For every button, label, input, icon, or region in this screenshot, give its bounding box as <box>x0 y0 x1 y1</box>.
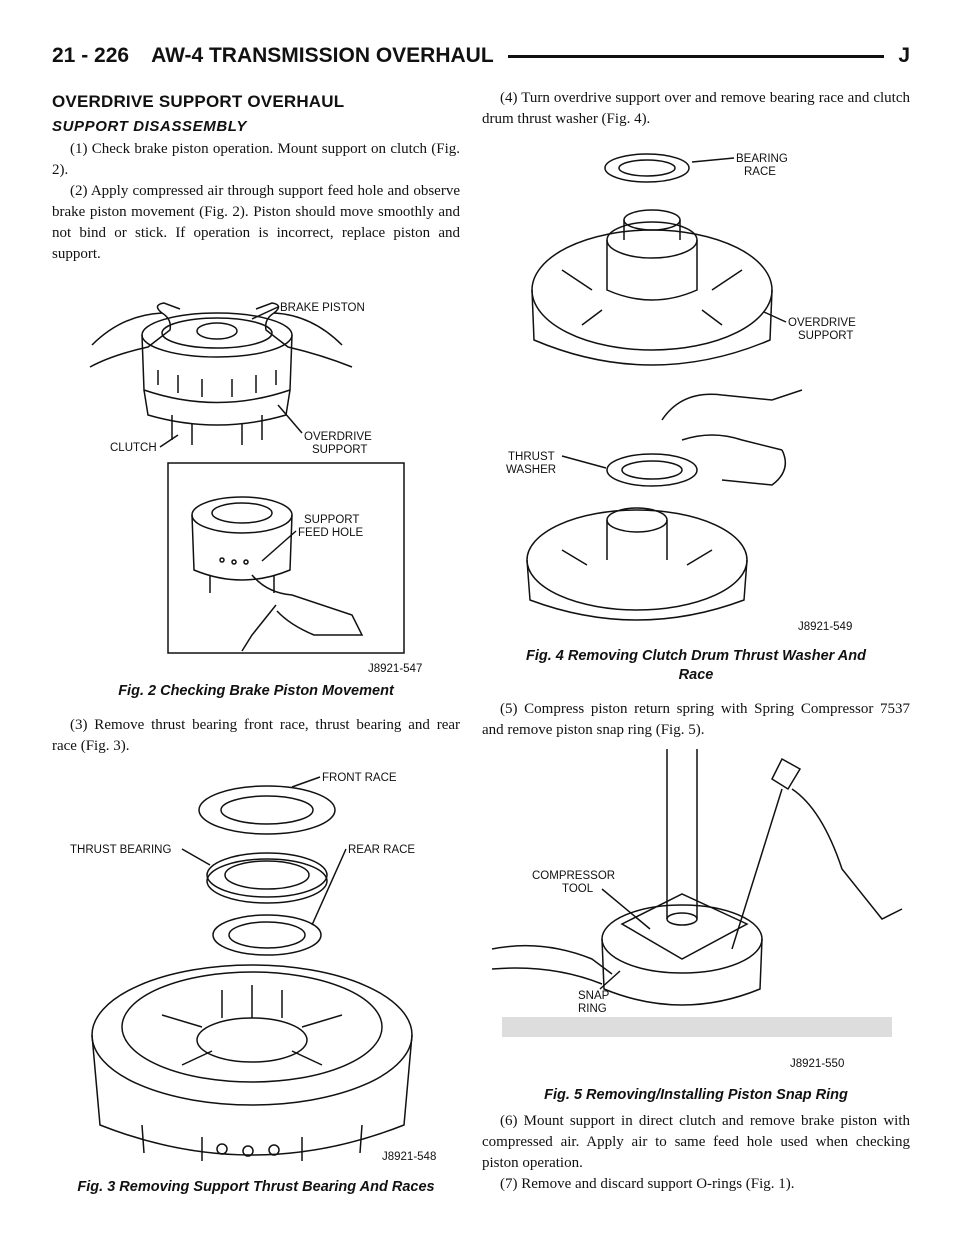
label-support: SUPPORT <box>312 444 367 456</box>
label-ring: RING <box>578 1003 607 1015</box>
label-overdrive: OVERDRIVE <box>304 431 372 443</box>
header-rule <box>507 54 885 58</box>
step-2: (2) Apply compressed air through support… <box>52 183 460 262</box>
label-thrust-bearing: THRUST BEARING <box>70 844 171 856</box>
step-3: (3) Remove thrust bearing front race, th… <box>52 717 460 754</box>
step-4: (4) Turn overdrive support over and remo… <box>482 90 910 127</box>
label-thrust: THRUST <box>508 451 555 463</box>
figure-5-illustration: COMPRESSOR TOOL SNAP RING J8921-550 <box>491 749 903 1070</box>
label-front-race: FRONT RACE <box>322 772 397 784</box>
right-column: (4) Turn overdrive support over and remo… <box>482 86 910 1195</box>
figure-4-illustration: BEARING RACE OVERDRIVE SUPPORT THRUST WA… <box>506 153 856 633</box>
step-1: (1) Check brake piston operation. Mount … <box>52 141 460 178</box>
figure-4-caption-line-1: Fig. 4 Removing Clutch Drum Thrust Washe… <box>526 648 866 664</box>
figure-4-code: J8921-549 <box>798 621 852 633</box>
label-rear-race: REAR RACE <box>348 844 415 856</box>
figure-4-caption: Fig. 4 Removing Clutch Drum Thrust Washe… <box>482 647 910 685</box>
label-support-inset: SUPPORT <box>304 514 359 526</box>
label-race: RACE <box>744 166 776 178</box>
figure-4: BEARING RACE OVERDRIVE SUPPORT THRUST WA… <box>482 140 910 685</box>
figure-5-caption: Fig. 5 Removing/Installing Piston Snap R… <box>544 1087 848 1103</box>
figure-3-caption: Fig. 3 Removing Support Thrust Bearing A… <box>77 1179 435 1195</box>
figure-2-illustration: BRAKE PISTON CLUTCH OVERDRIVE SUPPORT SU… <box>89 302 422 675</box>
section-letter: J <box>898 44 910 67</box>
label-clutch: CLUTCH <box>110 442 157 454</box>
figure-3: FRONT RACE THRUST BEARING REAR RACE J892… <box>52 765 460 1197</box>
step-5: (5) Compress piston return spring with S… <box>482 701 910 738</box>
label-washer: WASHER <box>506 464 556 476</box>
label-snap: SNAP <box>578 990 610 1002</box>
label-overdrive-support: OVERDRIVE <box>788 317 856 329</box>
page-header: 21 - 226 AW-4 TRANSMISSION OVERHAUL J <box>52 40 910 72</box>
section-title: OVERDRIVE SUPPORT OVERHAUL <box>52 92 345 111</box>
figure-4-caption-line-2: Race <box>678 667 714 683</box>
figure-5-code: J8921-550 <box>790 1058 844 1070</box>
step-7: (7) Remove and discard support O-rings (… <box>500 1176 795 1192</box>
left-column: OVERDRIVE SUPPORT OVERHAUL SUPPORT DISAS… <box>52 86 460 1197</box>
figure-5: COMPRESSOR TOOL SNAP RING J8921-550 Fig.… <box>482 749 910 1105</box>
figure-2: BRAKE PISTON CLUTCH OVERDRIVE SUPPORT SU… <box>52 275 460 701</box>
label-tool: TOOL <box>562 883 594 895</box>
figure-3-code: J8921-548 <box>382 1151 436 1163</box>
label-feed-hole: FEED HOLE <box>298 527 364 539</box>
step-6: (6) Mount support in direct clutch and r… <box>482 1113 910 1171</box>
subsection-title: SUPPORT DISASSEMBLY <box>52 118 248 135</box>
label-bearing: BEARING <box>736 153 788 165</box>
label-compressor: COMPRESSOR <box>532 870 615 882</box>
figure-2-code: J8921-547 <box>368 663 422 675</box>
label-support-4: SUPPORT <box>798 330 853 342</box>
figure-3-illustration: FRONT RACE THRUST BEARING REAR RACE J892… <box>70 772 436 1163</box>
page-number: 21 - 226 <box>52 44 130 67</box>
label-brake-piston: BRAKE PISTON <box>280 302 365 314</box>
chapter-title: AW-4 TRANSMISSION OVERHAUL <box>151 44 494 67</box>
figure-2-caption: Fig. 2 Checking Brake Piston Movement <box>118 683 394 699</box>
